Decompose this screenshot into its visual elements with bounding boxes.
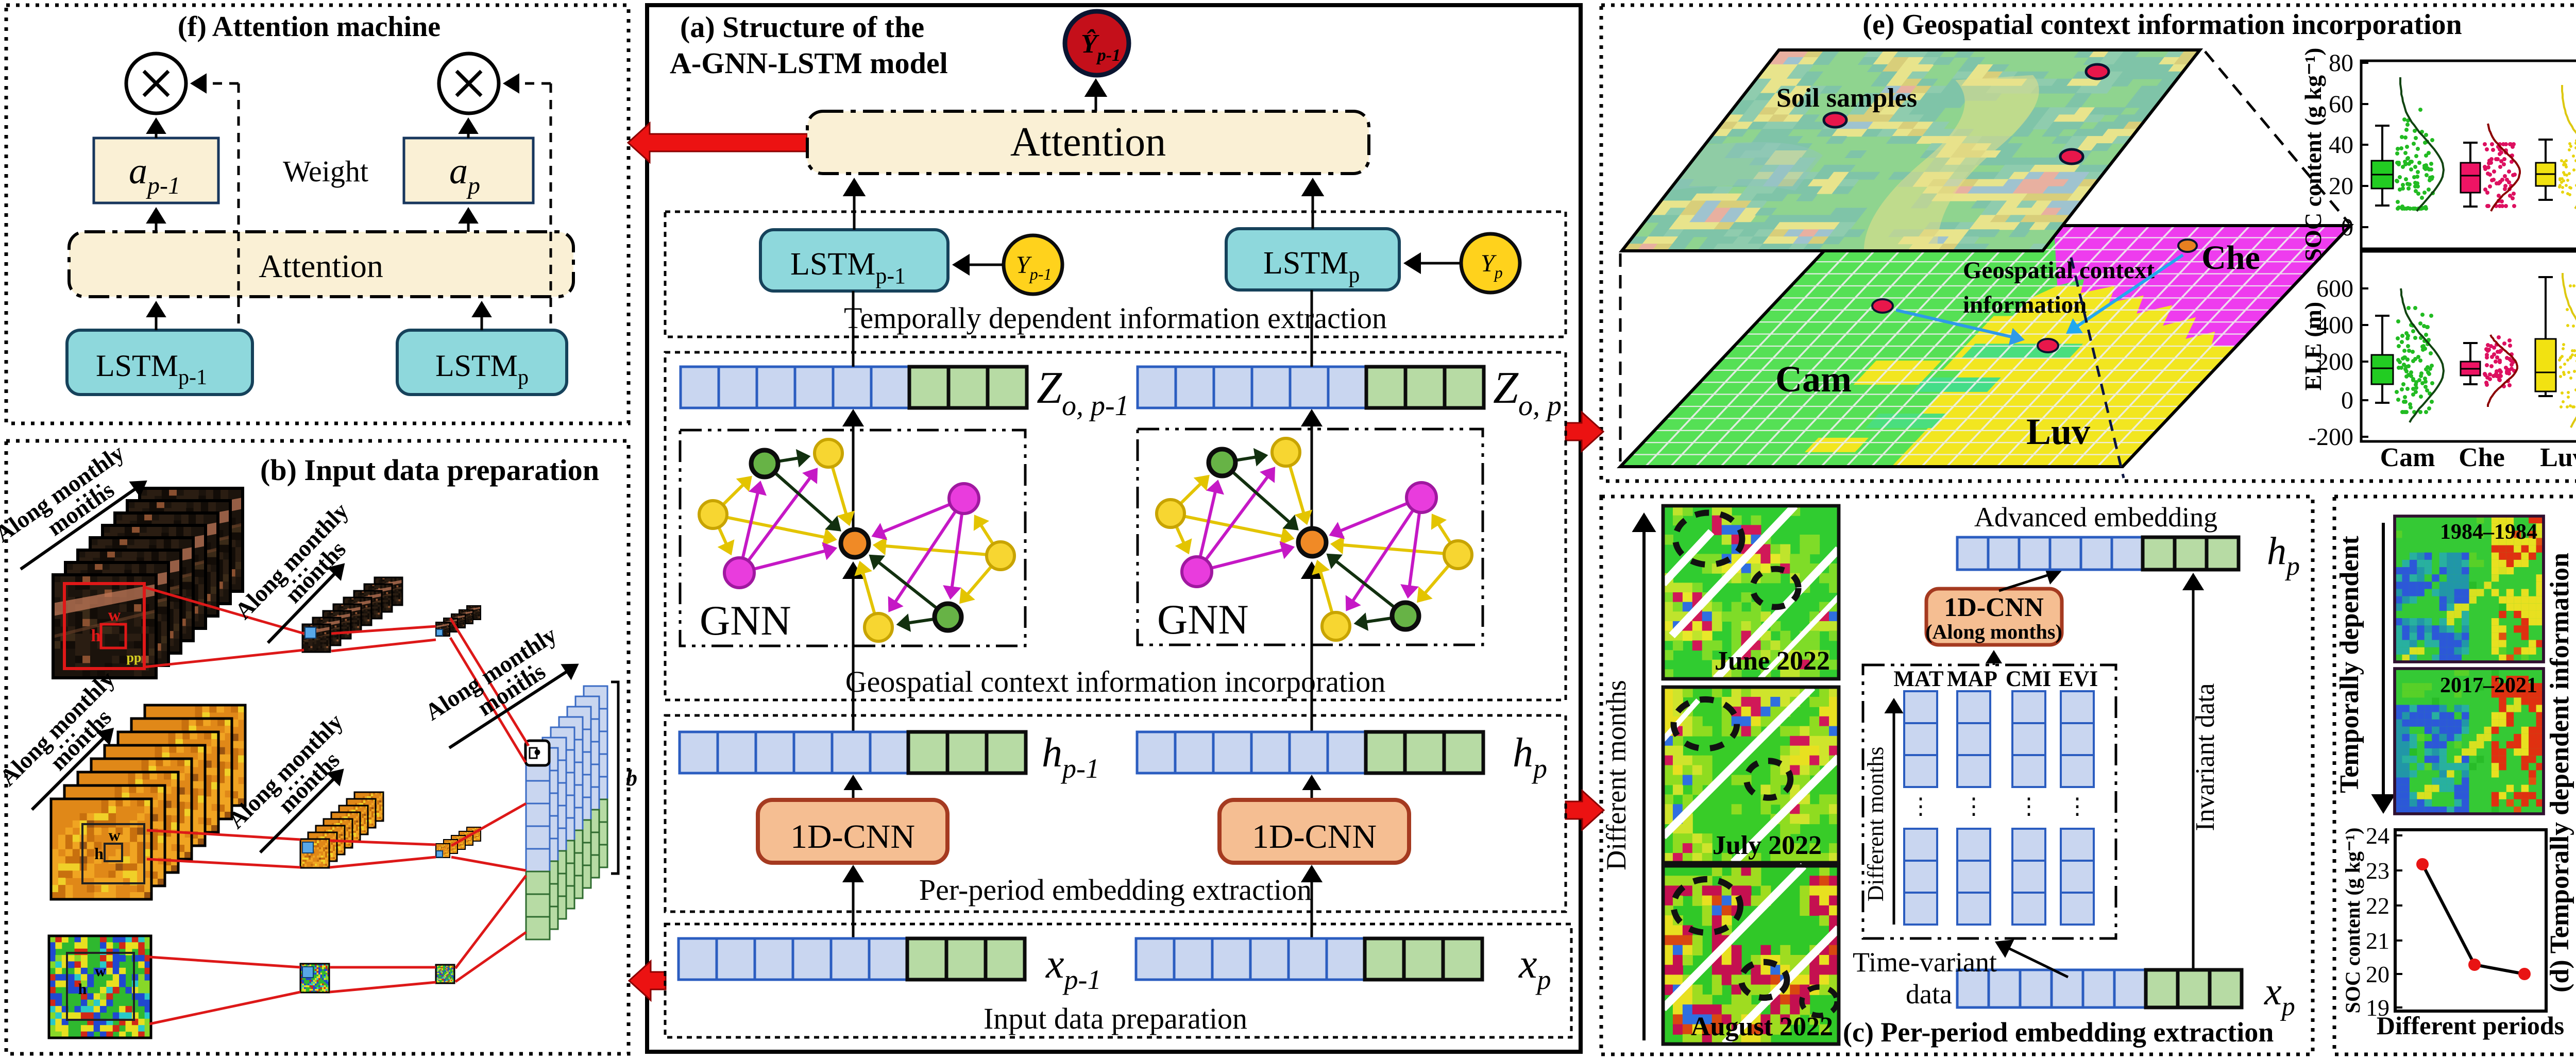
svg-text:A-GNN-LSTM model: A-GNN-LSTM model <box>670 46 948 80</box>
svg-text:EVI: EVI <box>2059 667 2098 691</box>
svg-text:Soil samples: Soil samples <box>1776 83 1917 113</box>
svg-text:19: 19 <box>2366 995 2389 1021</box>
svg-text:Temporally dependent informati: Temporally dependent information extract… <box>844 301 1387 335</box>
svg-text:June 2022: June 2022 <box>1715 646 1830 676</box>
svg-text:MAT: MAT <box>1893 667 1943 691</box>
svg-text:SOC content (g kg⁻¹): SOC content (g kg⁻¹) <box>2341 828 2364 1014</box>
svg-text:w: w <box>108 606 121 625</box>
svg-text:0: 0 <box>2341 214 2353 241</box>
svg-text:80: 80 <box>2329 49 2353 77</box>
svg-text:-200: -200 <box>2308 423 2353 451</box>
svg-text:200: 200 <box>2316 348 2353 375</box>
svg-text:Luv: Luv <box>2540 443 2576 472</box>
svg-text:20: 20 <box>2329 173 2353 200</box>
svg-text:xp: xp <box>1518 942 1551 995</box>
svg-text:Che: Che <box>2459 443 2505 472</box>
svg-text:data: data <box>1906 979 1952 1010</box>
svg-text:LSTMp: LSTMp <box>435 349 529 389</box>
svg-text:Time-variant: Time-variant <box>1853 947 1997 978</box>
svg-text:Weight: Weight <box>283 155 368 188</box>
svg-text:Invariant data: Invariant data <box>2191 683 2220 831</box>
svg-text:Cam: Cam <box>1775 358 1852 400</box>
svg-text:Geospatial context: Geospatial context <box>1963 257 2155 284</box>
svg-text:Attention: Attention <box>259 248 383 284</box>
svg-text:(a) Structure of the: (a) Structure of the <box>680 10 924 44</box>
svg-text:600: 600 <box>2316 275 2353 302</box>
svg-text:1984–1984: 1984–1984 <box>2440 520 2537 544</box>
svg-text:ELE (m): ELE (m) <box>2300 302 2326 391</box>
svg-text:w: w <box>95 963 106 980</box>
svg-text:⋮: ⋮ <box>2018 794 2040 819</box>
svg-text:Cam: Cam <box>2380 443 2435 472</box>
svg-text:LSTMp: LSTMp <box>1263 246 1360 287</box>
svg-text:1D-CNN: 1D-CNN <box>1252 818 1377 856</box>
svg-text:23: 23 <box>2366 858 2389 884</box>
svg-text:22: 22 <box>2366 893 2389 919</box>
svg-text:2017–2021: 2017–2021 <box>2440 674 2537 697</box>
svg-text:(b) Input data preparation: (b) Input data preparation <box>260 453 599 487</box>
svg-text:Luv: Luv <box>2026 411 2090 452</box>
svg-text:⋮: ⋮ <box>1962 794 1985 819</box>
svg-text:w: w <box>108 826 120 844</box>
svg-text:information: information <box>1963 292 2087 318</box>
svg-text:xp: xp <box>2264 970 2295 1021</box>
svg-text:(d) Temporally dependent infor: (d) Temporally dependent information <box>2545 553 2574 993</box>
svg-text:24: 24 <box>2366 823 2389 849</box>
svg-text:⋮: ⋮ <box>1909 794 1932 819</box>
svg-text:b: b <box>626 765 637 791</box>
svg-text:h: h <box>91 626 101 645</box>
svg-text:21: 21 <box>2366 928 2389 954</box>
svg-text:20: 20 <box>2366 961 2389 987</box>
svg-text:Advanced embedding: Advanced embedding <box>1974 502 2217 533</box>
svg-text:July 2022: July 2022 <box>1713 831 1822 860</box>
svg-text:Che: Che <box>2201 239 2260 277</box>
svg-text:Different months: Different months <box>1863 746 1888 901</box>
svg-text:hp: hp <box>1513 730 1547 784</box>
svg-text:60: 60 <box>2329 91 2353 118</box>
svg-text:(f) Attention machine: (f) Attention machine <box>178 11 440 43</box>
svg-text:Temporally dependent: Temporally dependent <box>2335 536 2364 793</box>
svg-text:1D-CNN: 1D-CNN <box>1944 593 2044 622</box>
svg-text:40: 40 <box>2329 131 2353 159</box>
svg-text:400: 400 <box>2316 312 2353 339</box>
svg-text:1D-CNN: 1D-CNN <box>790 818 915 856</box>
svg-text:h: h <box>78 981 87 998</box>
svg-text:Geospatial context information: Geospatial context information incorpora… <box>845 665 1386 698</box>
svg-text:GNN: GNN <box>700 597 791 644</box>
svg-text:Different months: Different months <box>1601 680 1632 870</box>
svg-text:pp: pp <box>127 650 142 665</box>
svg-text:SOC content (g kg⁻¹): SOC content (g kg⁻¹) <box>2300 47 2326 261</box>
svg-text:MAP: MAP <box>1947 667 1997 691</box>
svg-text:hp: hp <box>2267 529 2300 581</box>
svg-text:Different periods: Different periods <box>2377 1011 2564 1040</box>
svg-text:(Along months): (Along months) <box>1925 620 2062 643</box>
svg-text:⋮: ⋮ <box>2066 794 2089 819</box>
svg-text:CMI: CMI <box>2006 667 2051 691</box>
svg-text:Per-period embedding extractio: Per-period embedding extraction <box>919 873 1312 907</box>
svg-text:Attention: Attention <box>1010 119 1166 165</box>
svg-text:(e) Geospatial context informa: (e) Geospatial context information incor… <box>1862 9 2462 41</box>
svg-text:0: 0 <box>2341 387 2353 414</box>
svg-text:(c) Per-period embedding extra: (c) Per-period embedding extraction <box>1843 1017 2274 1048</box>
svg-text:August 2022: August 2022 <box>1691 1012 1833 1041</box>
svg-text:GNN: GNN <box>1157 596 1249 643</box>
svg-text:Input data preparation: Input data preparation <box>984 1002 1247 1035</box>
svg-text:h: h <box>94 844 104 863</box>
